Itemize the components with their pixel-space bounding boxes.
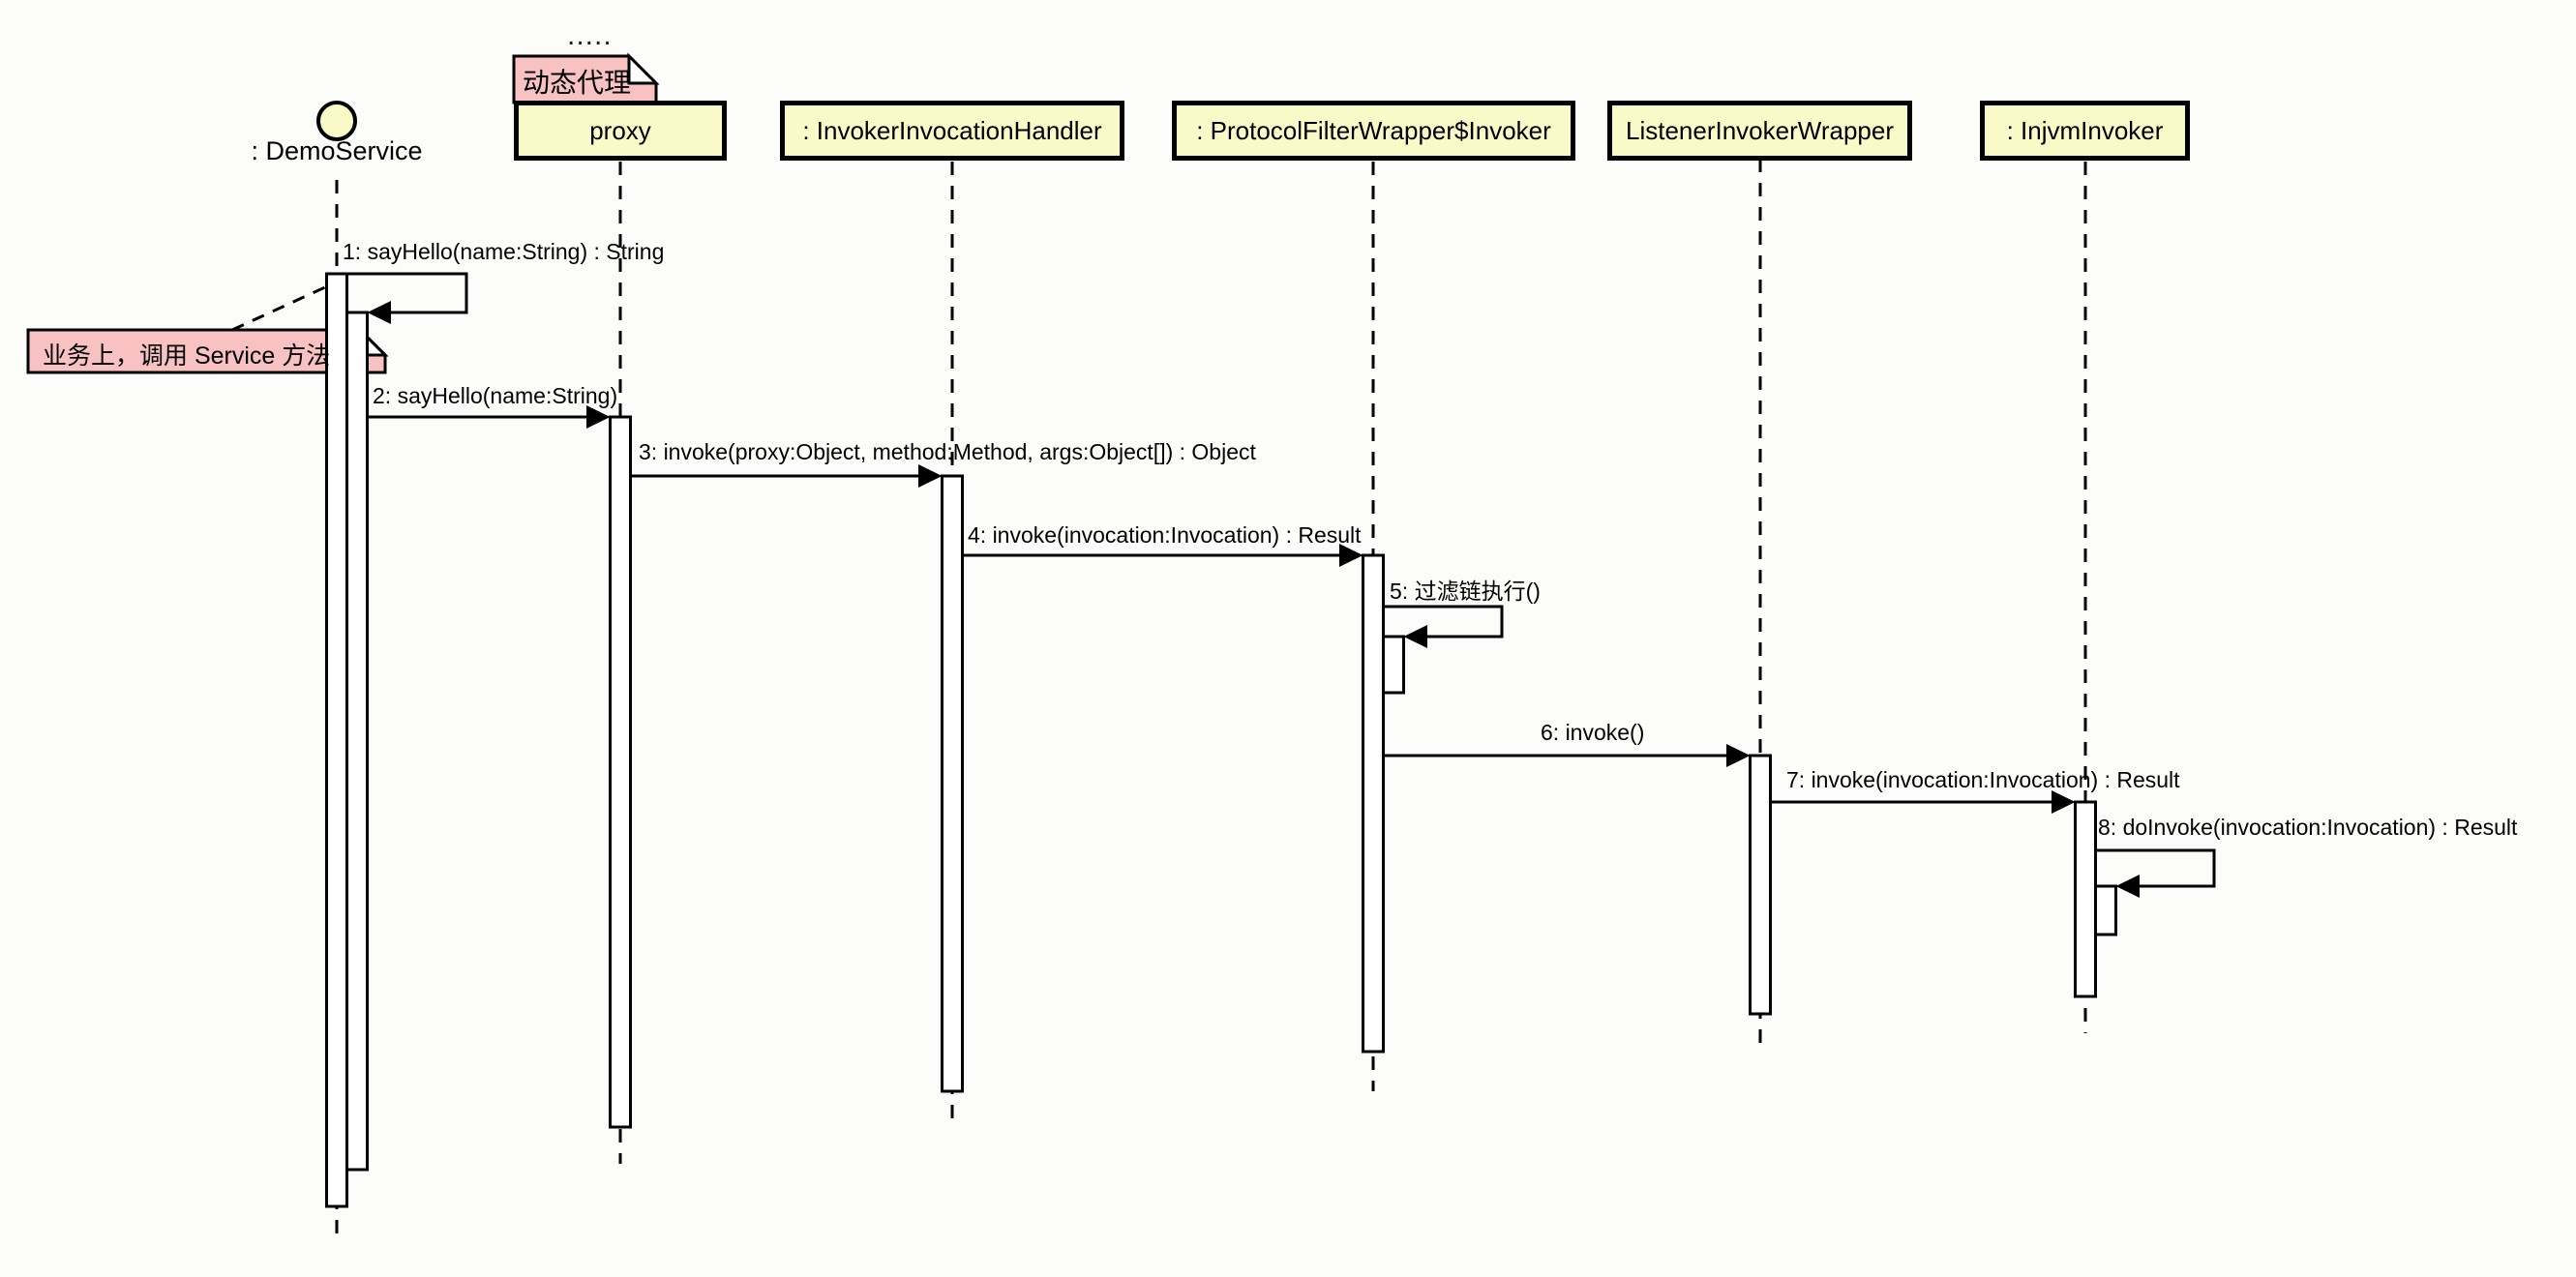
- note-business-comment: [26, 326, 389, 374]
- note-body: [512, 54, 658, 104]
- activation-demoservice-outer: [325, 272, 348, 1208]
- activation-bars: [325, 272, 2117, 1208]
- message-label-8: 8: doInvoke(invocation:Invocation) : Res…: [2098, 815, 2518, 840]
- note-dynamic-proxy: [512, 52, 660, 104]
- lifeline-header-listenerinvokerwrapper: ListenerInvokerWrapper: [1607, 101, 1912, 161]
- message-label-5: 5: 过滤链执行(): [1390, 579, 1541, 604]
- activation-listenerinvokerwrapper: [1749, 754, 1772, 1016]
- note-dots-decoration: .....: [567, 19, 613, 51]
- lifeline-dashed-lines: [335, 159, 2087, 1238]
- activation-proxy: [609, 415, 632, 1129]
- message-7-arrowhead: [2052, 790, 2076, 814]
- message-label-3: 3: invoke(proxy:Object, method:Method, a…: [639, 439, 1256, 464]
- activation-invokerinvocationhandler: [941, 474, 964, 1093]
- note-connector-line: [231, 284, 328, 332]
- lifeline-header-invokerinvocationhandler: : InvokerInvocationHandler: [780, 101, 1124, 161]
- message-5-arrowhead: [1403, 625, 1427, 648]
- activation-injvminvoker: [2074, 800, 2097, 998]
- message-label-1: 1: sayHello(name:String) : String: [343, 239, 665, 264]
- message-8-self-loop: [2095, 848, 2216, 888]
- message-3-arrowhead: [918, 464, 943, 488]
- activation-injvminvoker-nested: [2094, 884, 2117, 936]
- message-8-arrowhead: [2115, 875, 2140, 898]
- message-1-self-loop: [346, 272, 468, 314]
- lifeline-actor-label-demoservice: : DemoService: [251, 136, 423, 165]
- message-label-4: 4: invoke(invocation:Invocation) : Resul…: [968, 522, 1362, 548]
- message-6-arrowhead: [1726, 744, 1751, 767]
- activation-protocolfilterwrapper: [1362, 553, 1385, 1054]
- message-label-2: 2: sayHello(name:String): [373, 383, 618, 408]
- activation-protocolfilterwrapper-nested: [1382, 635, 1405, 695]
- lifeline-header-protocolfilterwrapper: : ProtocolFilterWrapper$Invoker: [1172, 101, 1575, 161]
- note-business-comment-text: 业务上，调用 Service 方法: [43, 342, 331, 370]
- message-1-arrowhead: [367, 301, 391, 324]
- message-arrows: [346, 272, 2216, 898]
- message-label-6: 6: invoke(): [1541, 720, 1645, 745]
- message-2-arrowhead: [586, 405, 611, 429]
- note-fold-corner: [627, 52, 660, 85]
- message-label-7: 7: invoke(invocation:Invocation) : Resul…: [1786, 767, 2180, 792]
- note-body: [26, 328, 387, 374]
- lifeline-header-proxy: proxy: [514, 101, 727, 161]
- lifeline-header-injvminvoker: : InjvmInvoker: [1980, 101, 2190, 161]
- actor-icon: [316, 101, 357, 141]
- message-4-arrowhead: [1339, 544, 1363, 567]
- message-5-self-loop: [1383, 605, 1504, 638]
- note-dynamic-proxy-text: 动态代理: [523, 68, 632, 98]
- activation-demoservice-nested: [345, 311, 369, 1172]
